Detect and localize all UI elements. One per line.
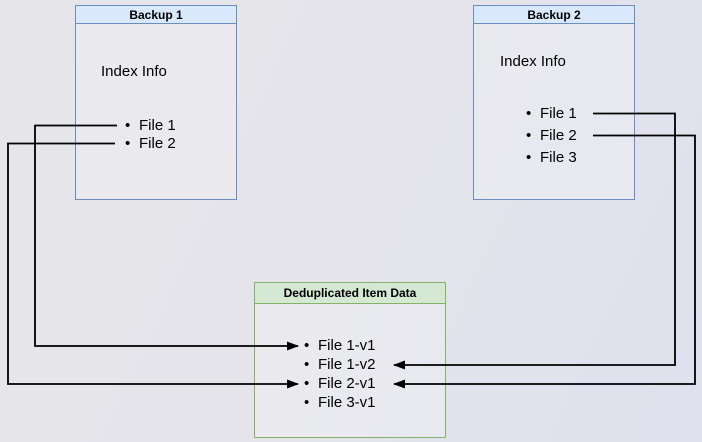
backup2-file-3-label: File 3 bbox=[540, 148, 577, 166]
list-item: File 2 bbox=[125, 134, 176, 152]
backup2-index-info-label: Index Info bbox=[500, 53, 566, 70]
backup2-box: Backup 2 Index Info File 1 File 2 File 3 bbox=[473, 5, 635, 200]
dedup-title: Deduplicated Item Data bbox=[283, 286, 417, 300]
backup1-box: Backup 1 Index Info File 1 File 2 bbox=[75, 5, 237, 200]
dedup-file-1-v1-label: File 1-v1 bbox=[318, 337, 376, 354]
dedup-header: Deduplicated Item Data bbox=[255, 283, 445, 304]
list-item: File 1-v1 bbox=[304, 336, 376, 355]
backup1-file-list: File 1 File 2 bbox=[125, 116, 176, 152]
list-item: File 1 bbox=[526, 102, 577, 124]
list-item: File 2-v1 bbox=[304, 374, 376, 393]
list-item: File 3 bbox=[526, 146, 577, 168]
dedup-file-list: File 1-v1 File 1-v2 File 2-v1 File 3-v1 bbox=[304, 336, 376, 412]
backup1-title: Backup 1 bbox=[129, 7, 183, 22]
backup2-file-list: File 1 File 2 File 3 bbox=[526, 102, 577, 168]
dedup-box: Deduplicated Item Data File 1-v1 File 1-… bbox=[254, 282, 446, 438]
backup2-header: Backup 2 bbox=[474, 6, 634, 24]
dedup-file-2-v1-label: File 2-v1 bbox=[318, 375, 376, 392]
backup2-file-2-label: File 2 bbox=[540, 126, 577, 144]
dedup-file-1-v2-label: File 1-v2 bbox=[318, 356, 376, 373]
backup1-file-2-label: File 2 bbox=[139, 134, 176, 152]
backup2-file-1-label: File 1 bbox=[540, 104, 577, 122]
backup2-title: Backup 2 bbox=[527, 7, 581, 22]
backup1-index-info-label: Index Info bbox=[101, 63, 167, 80]
backup1-header: Backup 1 bbox=[76, 6, 236, 24]
list-item: File 3-v1 bbox=[304, 393, 376, 412]
list-item: File 1-v2 bbox=[304, 355, 376, 374]
backup1-file-1-label: File 1 bbox=[139, 116, 176, 134]
list-item: File 1 bbox=[125, 116, 176, 134]
list-item: File 2 bbox=[526, 124, 577, 146]
dedup-file-3-v1-label: File 3-v1 bbox=[318, 394, 376, 411]
